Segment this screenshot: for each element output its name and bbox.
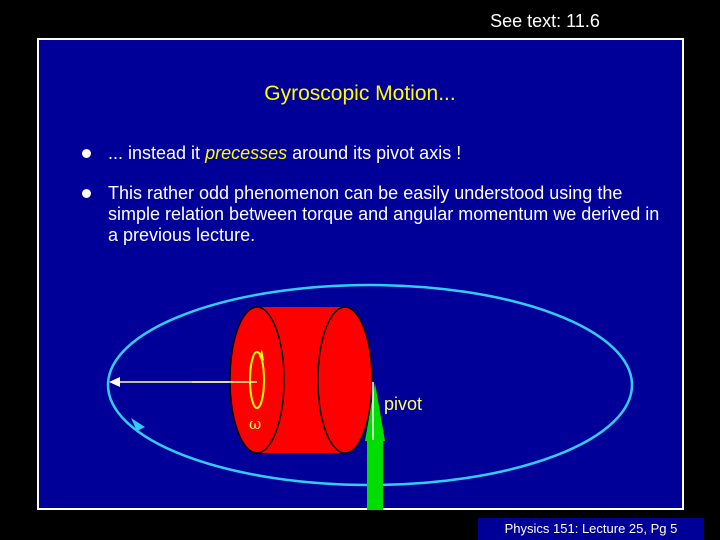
bullet-text-end: around its pivot axis ! (287, 143, 462, 163)
pivot-arrow-head-icon (365, 383, 385, 441)
wheel-front-face (229, 306, 285, 454)
axle-arrow-icon (109, 377, 120, 387)
bullet-dot-icon (82, 149, 91, 158)
slide-footer: Physics 151: Lecture 25, Pg 5 (478, 518, 704, 540)
emphasized-word: precesses (205, 143, 288, 163)
orbit-direction-arrow-icon (131, 418, 145, 431)
omega-label: ω (249, 415, 261, 433)
pivot-arrow-shaft (367, 440, 383, 510)
spin-circle (249, 351, 265, 409)
text-reference: See text: 11.6 (490, 11, 600, 31)
bullet-text: This rather odd phenomenon can be easily… (108, 183, 660, 245)
bullet-text: ... instead it precesses around its pivo… (108, 143, 668, 164)
spin-arrow-icon (259, 349, 264, 361)
bullet-dot-icon (82, 189, 91, 198)
wheel-back-face (317, 306, 373, 454)
slide-title: Gyroscopic Motion... (264, 82, 456, 105)
bullet-text-start: ... instead it (108, 143, 206, 163)
pivot-label: pivot (384, 394, 422, 414)
